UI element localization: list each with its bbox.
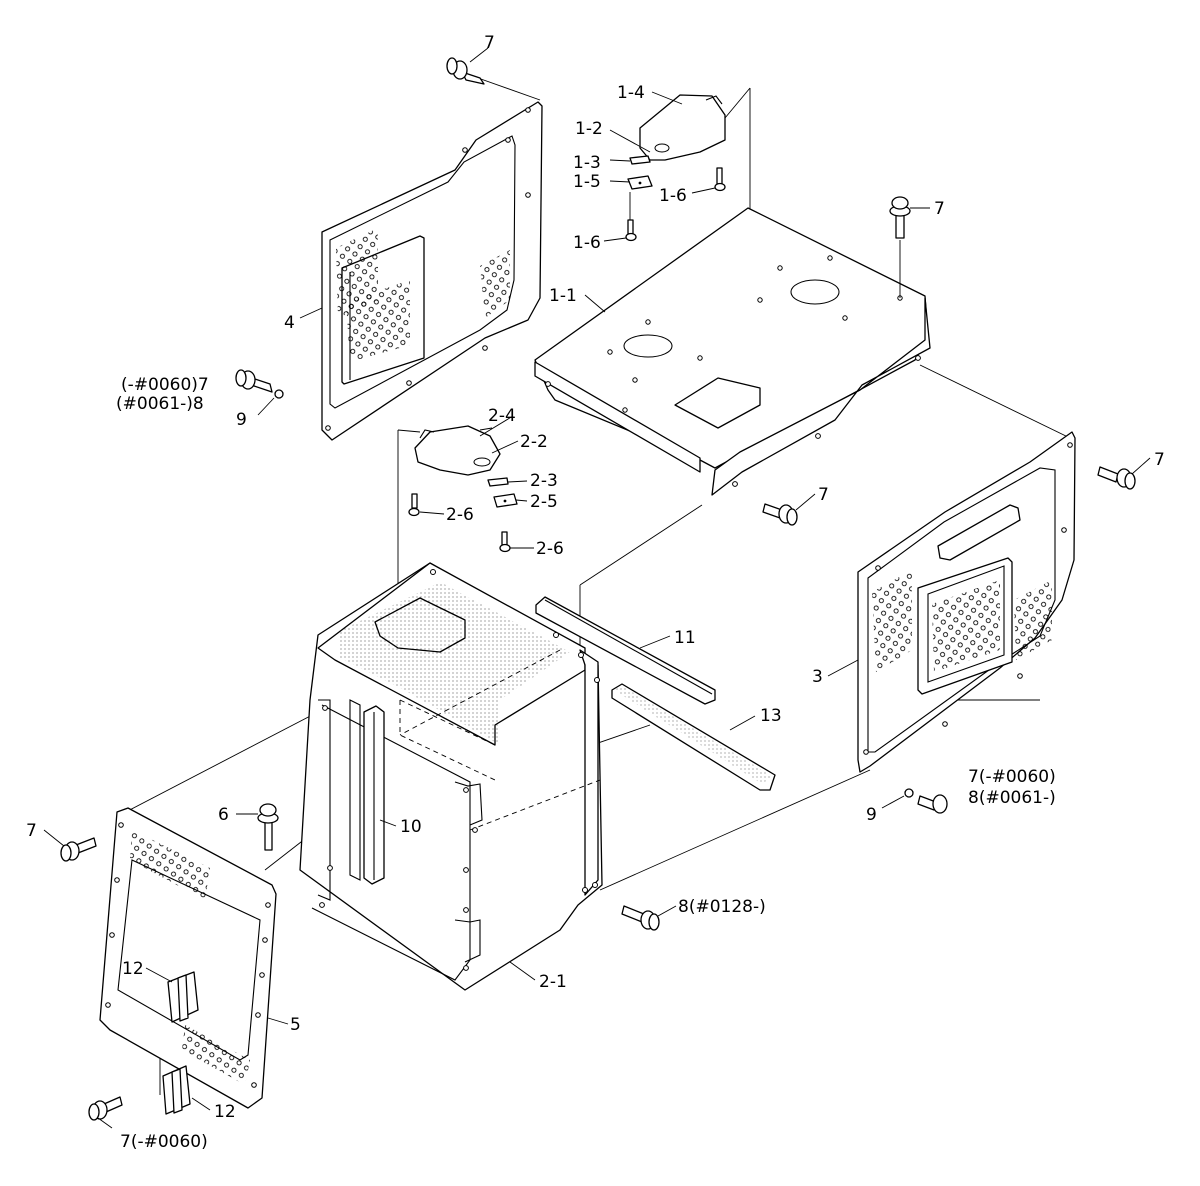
bolt-bottom-center <box>621 905 660 931</box>
label-1-1: 1-1 <box>549 286 577 306</box>
callout-pointers <box>43 47 1151 1129</box>
latch-parts-upper <box>627 155 653 190</box>
vertical-rail <box>363 705 385 885</box>
foam-strip <box>611 683 776 791</box>
label-6: 6 <box>218 805 229 825</box>
label-2-5: 2-5 <box>530 492 558 512</box>
bolt-left-side <box>235 369 284 399</box>
label-8-side-left: (#0061-)8 <box>116 394 204 414</box>
label-10: 10 <box>400 817 422 837</box>
hinges <box>162 971 199 1115</box>
top-plate <box>534 207 931 496</box>
screws-2-6 <box>408 493 511 553</box>
label-7-mid: 7 <box>818 485 829 505</box>
label-1-5: 1-5 <box>573 172 601 192</box>
label-7-side-right: 7(-#0060) <box>968 767 1056 787</box>
label-7-left: 7 <box>26 821 37 841</box>
label-2-2: 2-2 <box>520 432 548 452</box>
label-12-a: 12 <box>122 959 144 979</box>
bolt-left-door <box>60 837 97 862</box>
label-1-2: 1-2 <box>575 119 603 139</box>
label-2-1: 2-1 <box>539 972 567 992</box>
label-2-6-b: 2-6 <box>536 539 564 559</box>
bolts <box>60 57 1136 1121</box>
label-8-bottom: 8(#0128-) <box>678 897 766 917</box>
label-7-top-right: 7 <box>934 199 945 219</box>
seal-rail <box>535 596 716 705</box>
label-2-6-a: 2-6 <box>446 505 474 525</box>
bolt-bottom-left <box>88 1096 123 1121</box>
label-12-b: 12 <box>214 1102 236 1122</box>
top-cover-lower <box>414 425 501 476</box>
bolt-6 <box>257 803 279 851</box>
label-11: 11 <box>674 628 696 648</box>
label-1-4: 1-4 <box>617 83 645 103</box>
top-cover-upper <box>639 94 726 161</box>
label-1-6-left: 1-6 <box>573 233 601 253</box>
left-side-panel <box>321 101 543 441</box>
right-side-panel <box>857 431 1076 773</box>
label-9-left: 9 <box>236 410 247 430</box>
label-3: 3 <box>812 667 823 687</box>
label-13: 13 <box>760 706 782 726</box>
label-1-6-right: 1-6 <box>659 186 687 206</box>
label-4: 4 <box>284 313 295 333</box>
label-2-4: 2-4 <box>488 406 516 426</box>
main-box-body <box>299 562 603 991</box>
label-2-3: 2-3 <box>530 471 558 491</box>
label-7-side-left: (-#0060)7 <box>121 375 209 395</box>
part-labels: 7 1-4 1-2 1-3 1-5 1-6 1-6 7 1-1 4 (-#006… <box>26 33 1165 1152</box>
screws-1-6 <box>625 167 726 242</box>
label-8-side-right: 8(#0061-) <box>968 788 1056 808</box>
bolt-mid <box>762 503 798 526</box>
latch-parts-lower <box>487 477 518 508</box>
bolt-right-lower <box>904 788 948 814</box>
label-7-top: 7 <box>484 33 495 53</box>
front-door <box>99 807 277 1109</box>
label-7-bottom: 7(-#0060) <box>120 1132 208 1152</box>
bolt-top-left <box>446 57 485 85</box>
label-1-3: 1-3 <box>573 153 601 173</box>
label-5: 5 <box>290 1015 301 1035</box>
label-7-right: 7 <box>1154 450 1165 470</box>
bolt-top-right <box>889 196 911 239</box>
bolt-right-upper <box>1097 466 1136 490</box>
label-9-right: 9 <box>866 805 877 825</box>
